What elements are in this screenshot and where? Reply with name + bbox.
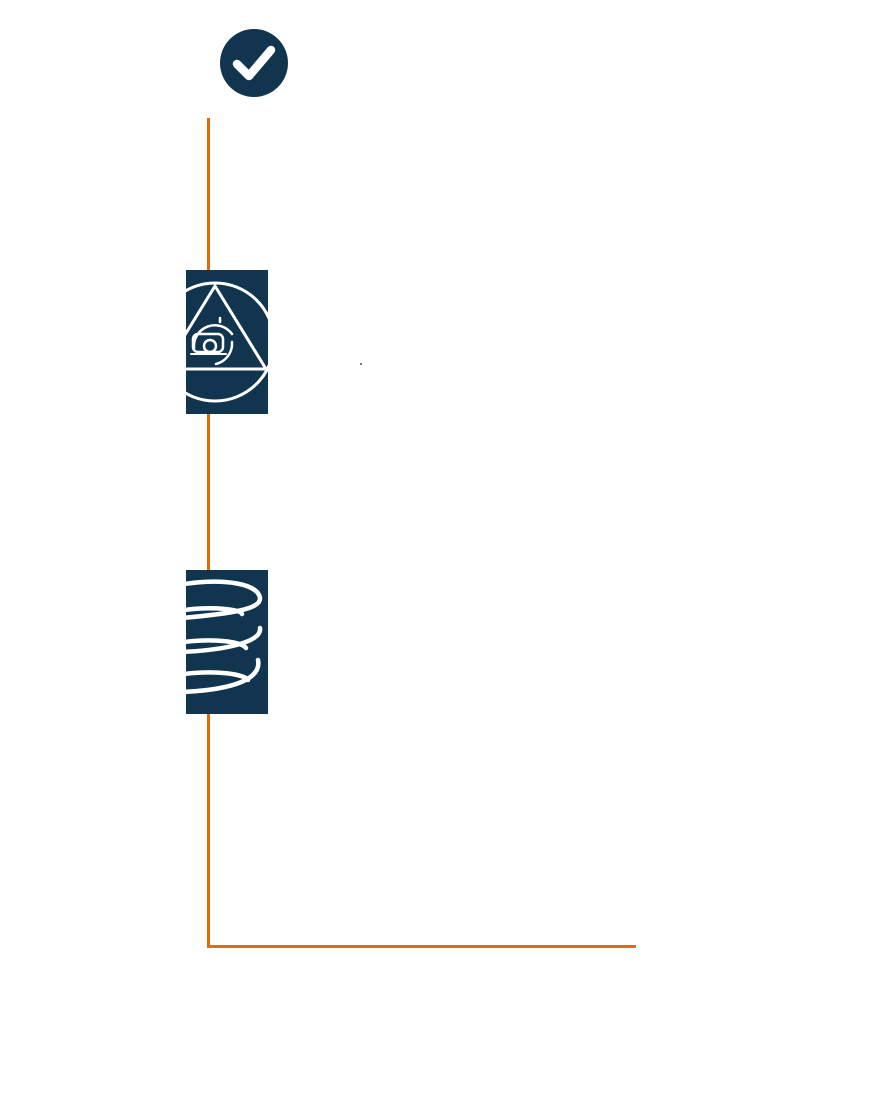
- timeline-vertical-line: [207, 118, 210, 948]
- robot-triangle-icon: [186, 270, 268, 414]
- stray-mark: [360, 363, 362, 365]
- check-circle-icon: [220, 29, 288, 97]
- spring-coil-icon: [186, 570, 268, 714]
- timeline-horizontal-line: [207, 945, 636, 948]
